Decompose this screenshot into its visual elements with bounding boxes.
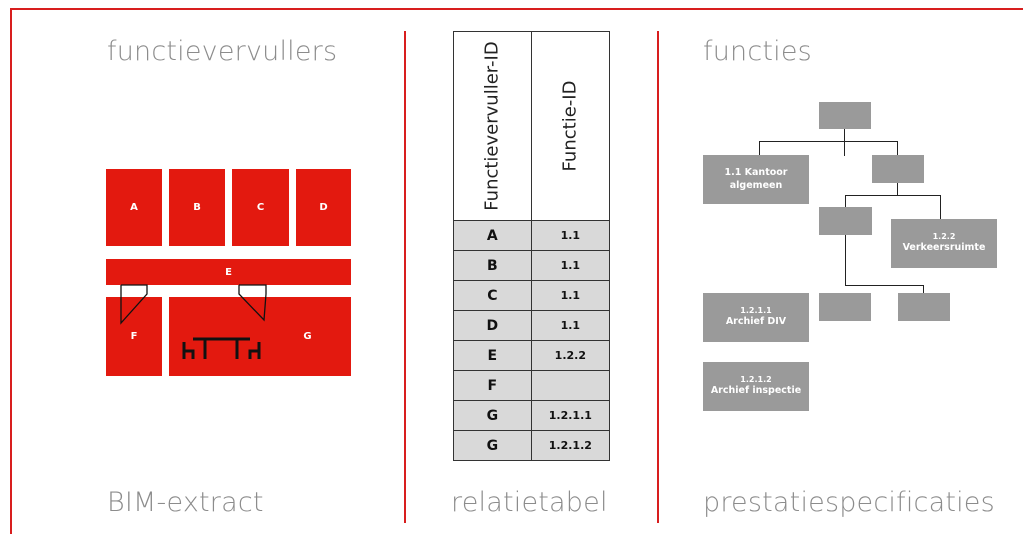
table-row: F <box>453 370 611 401</box>
heading-prestatiespecificaties: prestatiespecificaties <box>703 487 995 518</box>
heading-bim-extract: BIM-extract <box>107 487 264 518</box>
node-1-2-2-label: Verkeersruimte <box>902 242 986 254</box>
node-1-1-label: algemeen <box>729 179 783 191</box>
header-functievervuller-id: Functievervuller-ID <box>453 31 532 221</box>
table-chairs-symbol <box>182 342 195 359</box>
room-a: A <box>106 169 162 246</box>
tree-node-1-2-1 <box>819 207 872 235</box>
header-functie-id: Functie-ID <box>530 31 611 221</box>
node-1-2-1-2-number: 1.2.1.2 <box>740 374 772 384</box>
divider-right <box>657 31 659 523</box>
room-e: E <box>106 259 351 285</box>
tree-node-1-2-2: 1.2.2 Verkeersruimte <box>891 219 997 268</box>
tree-node-root <box>819 102 871 129</box>
node-1-2-2-number: 1.2.2 <box>932 231 956 241</box>
cell-functievervuller: D <box>453 310 532 341</box>
room-f: F <box>106 297 162 376</box>
cell-functievervuller: F <box>453 370 532 401</box>
tree-node-1-2-1-b <box>898 293 950 321</box>
cell-functievervuller: G <box>453 430 532 461</box>
node-1-2-1-1-number: 1.2.1.1 <box>740 305 772 315</box>
floor-plan-symbols <box>120 284 267 359</box>
cell-functie <box>530 370 611 401</box>
cell-functie: 1.1 <box>530 280 611 311</box>
tree-node-1-2 <box>872 155 924 183</box>
cell-functie: 1.1 <box>530 220 611 251</box>
cell-functie: 1.2.1.1 <box>530 400 611 431</box>
cell-functievervuller: G <box>453 400 532 431</box>
cell-functievervuller: E <box>453 340 532 371</box>
divider-left <box>404 31 406 523</box>
room-d: D <box>296 169 351 246</box>
heading-functievervullers: functievervullers <box>107 36 338 67</box>
cell-functievervuller: B <box>453 250 532 281</box>
door-swing-f <box>120 284 148 325</box>
table-header-row: Functievervuller-ID Functie-ID <box>453 31 611 221</box>
node-1-1-number: 1.1 Kantoor <box>724 166 788 178</box>
cell-functie: 1.2.1.2 <box>530 430 611 461</box>
tree-node-1-2-1-2: 1.2.1.2 Archief inspectie <box>703 362 809 411</box>
frame-left-line <box>10 8 12 534</box>
cell-functievervuller: C <box>453 280 532 311</box>
room-b: B <box>169 169 225 246</box>
room-g: G <box>169 297 351 376</box>
cell-functievervuller: A <box>453 220 532 251</box>
cell-functie: 1.1 <box>530 250 611 281</box>
heading-functies: functies <box>703 36 812 67</box>
node-1-2-1-2-label: Archief inspectie <box>710 385 802 397</box>
heading-relatietabel: relatietabel <box>451 487 608 518</box>
tree-node-1-2-1-1: 1.2.1.1 Archief DIV <box>703 293 809 342</box>
cell-functie: 1.1 <box>530 310 611 341</box>
tree-node-1-2-1-a <box>819 293 871 321</box>
frame-top-line <box>10 8 1023 10</box>
door-swing-g <box>238 284 267 322</box>
node-1-2-1-1-label: Archief DIV <box>725 316 787 328</box>
cell-functie: 1.2.2 <box>530 340 611 371</box>
tree-node-1-1: 1.1 Kantoor algemeen <box>703 155 809 204</box>
room-c: C <box>232 169 289 246</box>
